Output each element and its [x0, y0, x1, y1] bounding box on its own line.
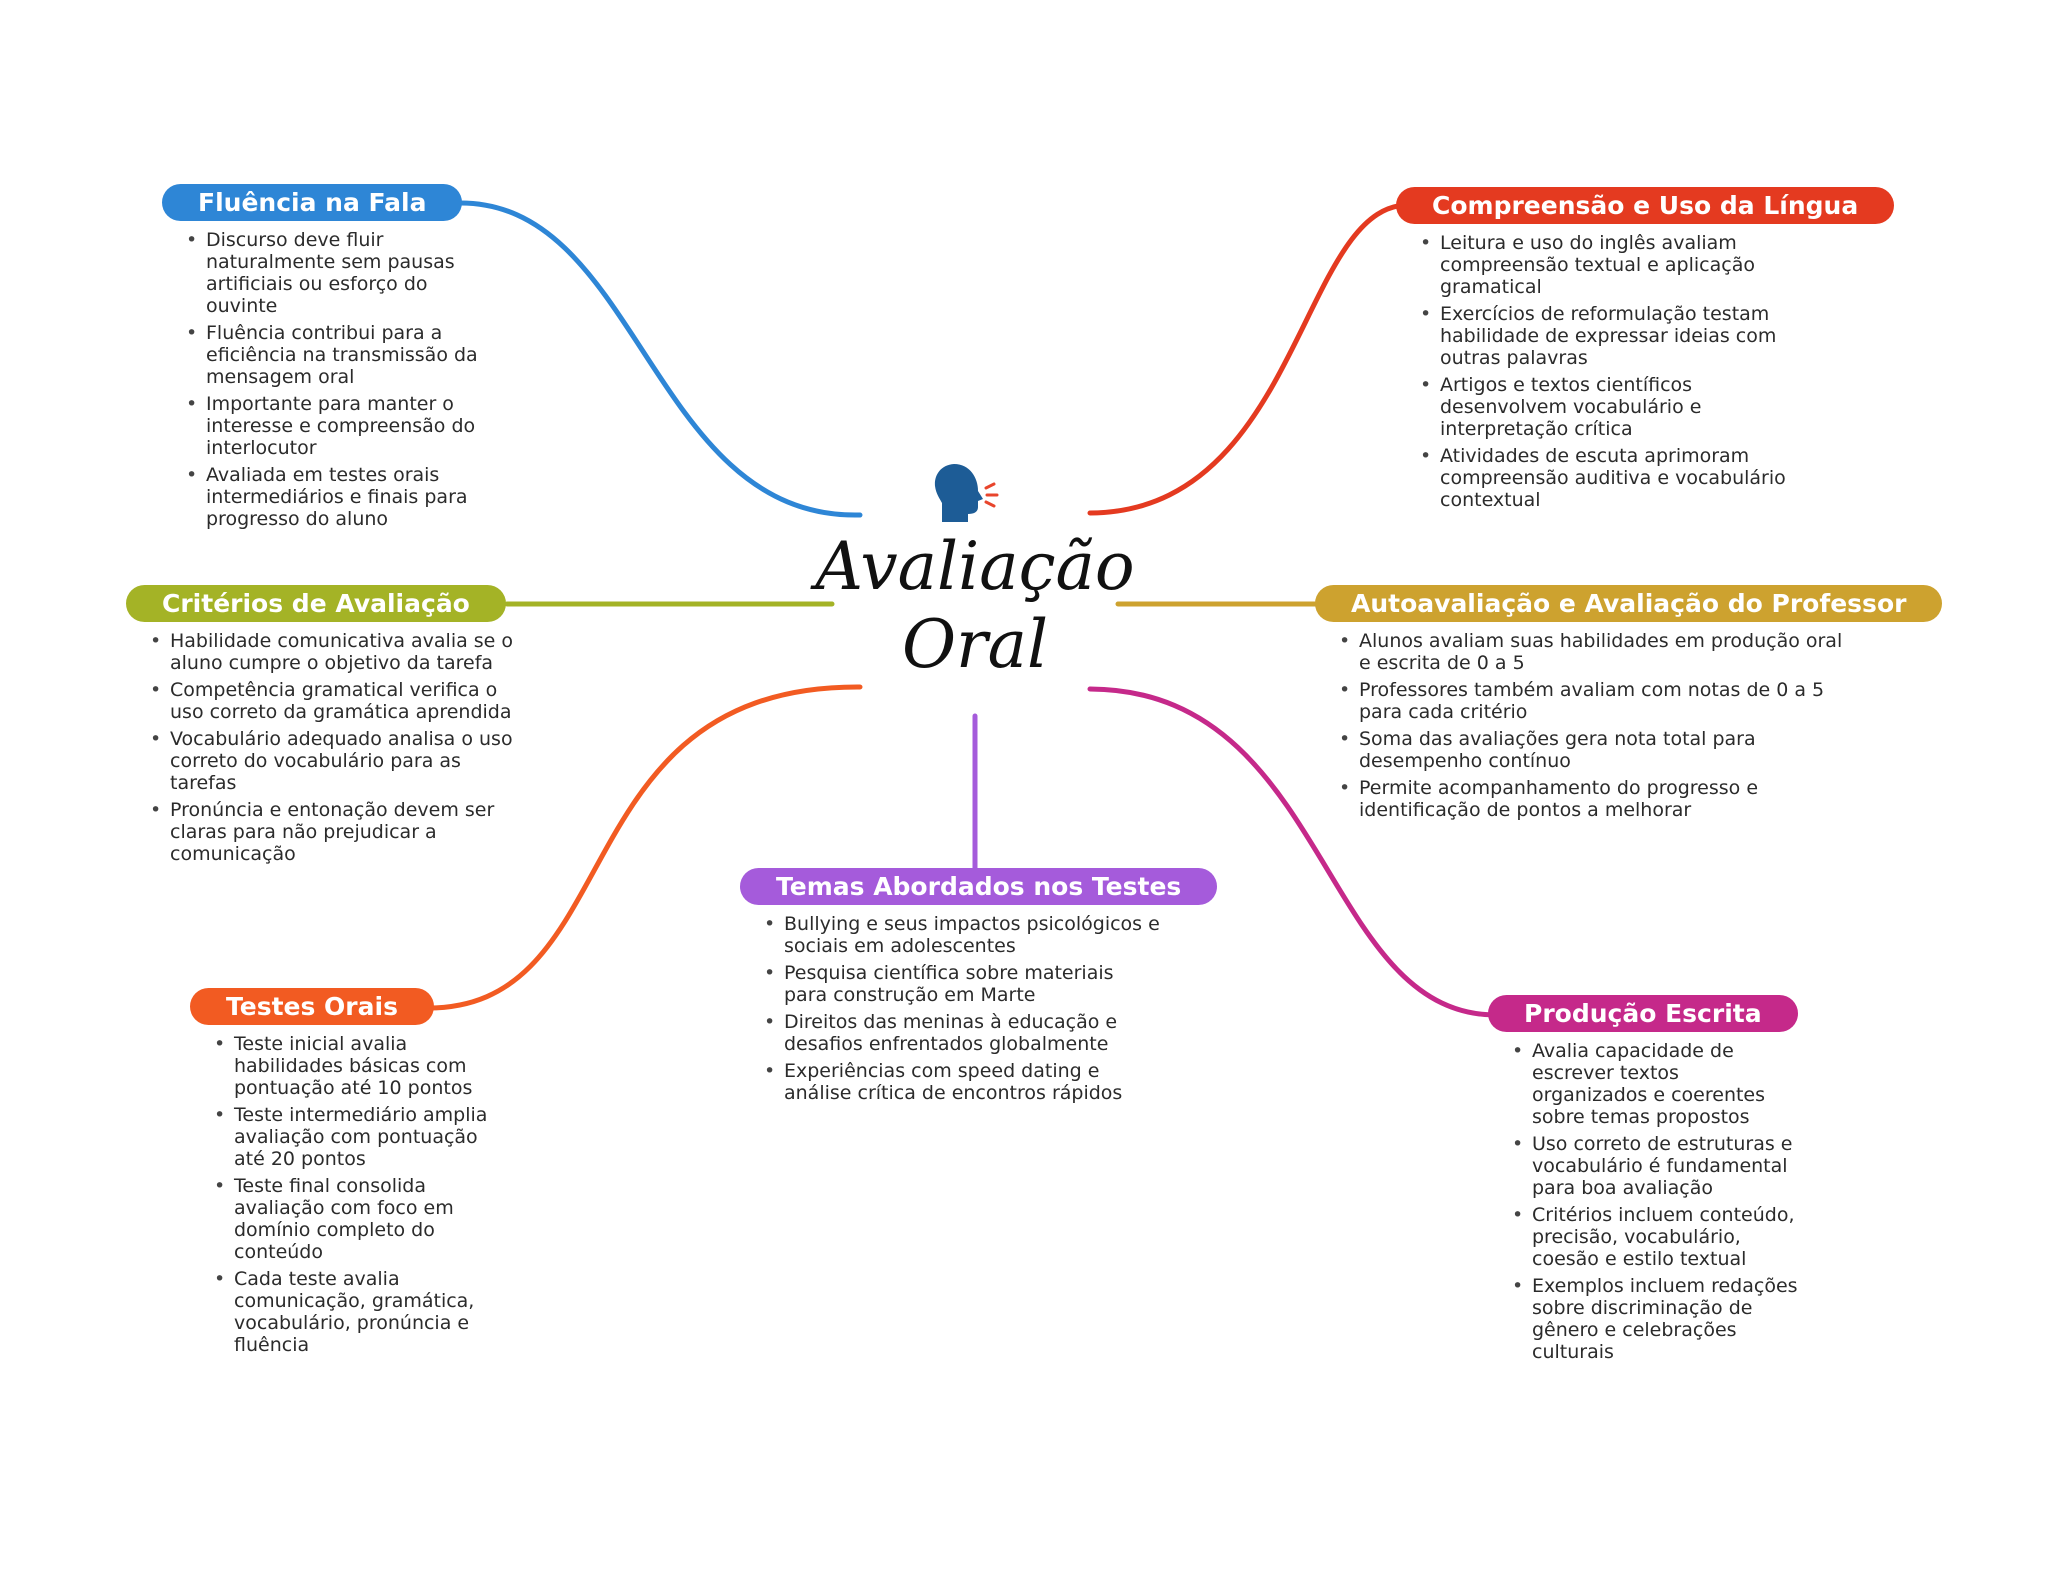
sound-waves-icon — [984, 482, 999, 508]
branch-item: Discurso deve fluir naturalmente sem pau… — [186, 229, 502, 317]
connector-testes-orais — [425, 684, 863, 1011]
branch-items-compreensao-e-uso-da-lingua: Leitura e uso do inglês avaliam compreen… — [1396, 232, 1816, 511]
branch-title-fluencia-na-fala[interactable]: Fluência na Fala — [162, 184, 463, 221]
branch-item: Competência gramatical verifica o uso co… — [150, 679, 526, 723]
branch-title-producao-escrita[interactable]: Produção Escrita — [1488, 995, 1798, 1032]
branch-item: Avaliada em testes orais intermediários … — [186, 464, 502, 530]
branch-item: Professores também avaliam com notas de … — [1339, 679, 1845, 723]
connector-producao-escrita — [1087, 686, 1499, 1018]
branch-item: Pesquisa científica sobre materiais para… — [764, 962, 1160, 1006]
branch-items-autoavaliacao-e-avaliacao-do-professor: Alunos avaliam suas habilidades em produ… — [1315, 630, 1845, 821]
branch-item: Cada teste avalia comunicação, gramática… — [214, 1268, 490, 1356]
connector-compreensao-e-uso-da-lingua — [1087, 202, 1411, 516]
branch-item: Critérios incluem conteúdo, precisão, vo… — [1512, 1204, 1798, 1270]
branch-item: Direitos das meninas à educação e desafi… — [764, 1011, 1160, 1055]
branch-title-temas-abordados-nos-testes[interactable]: Temas Abordados nos Testes — [740, 868, 1218, 905]
branch-item: Habilidade comunicativa avalia se o alun… — [150, 630, 526, 674]
speaking-head-icon — [932, 462, 1004, 530]
branch-item: Soma das avaliações gera nota total para… — [1339, 728, 1845, 772]
branch-item: Teste inicial avalia habilidades básicas… — [214, 1033, 490, 1099]
branch-title-testes-orais[interactable]: Testes Orais — [190, 988, 434, 1025]
branch-item: Experiências com speed dating e análise … — [764, 1060, 1160, 1104]
branch-autoavaliacao-e-avaliacao-do-professor: Autoavaliação e Avaliação do Professor A… — [1315, 585, 1943, 826]
head-silhouette — [934, 464, 983, 522]
branch-producao-escrita: Produção Escrita Avalia capacidade de es… — [1488, 995, 1798, 1368]
branch-fluencia-na-fala: Fluência na Fala Discurso deve fluir nat… — [162, 184, 502, 535]
branch-item: Teste final consolida avaliação com foco… — [214, 1175, 490, 1263]
branch-item: Exercícios de reformulação testam habili… — [1420, 303, 1816, 369]
branch-title-autoavaliacao-e-avaliacao-do-professor[interactable]: Autoavaliação e Avaliação do Professor — [1315, 585, 1943, 622]
branch-item: Avalia capacidade de escrever textos org… — [1512, 1040, 1798, 1128]
branch-item: Vocabulário adequado analisa o uso corre… — [150, 728, 526, 794]
central-topic-line-2: Oral — [901, 606, 1049, 683]
branch-items-producao-escrita: Avalia capacidade de escrever textos org… — [1488, 1040, 1798, 1363]
branch-testes-orais: Testes Orais Teste inicial avalia habili… — [190, 988, 490, 1361]
branch-item: Leitura e uso do inglês avaliam compreen… — [1420, 232, 1816, 298]
branch-item: Pronúncia e entonação devem ser claras p… — [150, 799, 526, 865]
central-topic: Avaliação Oral — [800, 528, 1150, 684]
branch-criterios-de-avaliacao: Critérios de Avaliação Habilidade comuni… — [126, 585, 526, 870]
branch-item: Teste intermediário amplia avaliação com… — [214, 1104, 490, 1170]
branch-item: Alunos avaliam suas habilidades em produ… — [1339, 630, 1845, 674]
branch-item: Permite acompanhamento do progresso e id… — [1339, 777, 1845, 821]
branch-items-temas-abordados-nos-testes: Bullying e seus impactos psicológicos e … — [740, 913, 1160, 1104]
branch-title-compreensao-e-uso-da-lingua[interactable]: Compreensão e Uso da Língua — [1396, 187, 1895, 224]
branch-temas-abordados-nos-testes: Temas Abordados nos Testes Bullying e se… — [740, 868, 1218, 1109]
branch-items-criterios-de-avaliacao: Habilidade comunicativa avalia se o alun… — [126, 630, 526, 865]
branch-item: Artigos e textos científicos desenvolvem… — [1420, 374, 1816, 440]
branch-item: Atividades de escuta aprimoram compreens… — [1420, 445, 1816, 511]
branch-compreensao-e-uso-da-lingua: Compreensão e Uso da Língua Leitura e us… — [1396, 187, 1895, 516]
branch-item: Exemplos incluem redações sobre discrimi… — [1512, 1275, 1798, 1363]
central-topic-line-1: Avaliação — [815, 528, 1135, 605]
branch-item: Bullying e seus impactos psicológicos e … — [764, 913, 1160, 957]
branch-items-fluencia-na-fala: Discurso deve fluir naturalmente sem pau… — [162, 229, 502, 530]
branch-item: Importante para manter o interesse e com… — [186, 393, 502, 459]
branch-title-criterios-de-avaliacao[interactable]: Critérios de Avaliação — [126, 585, 506, 622]
connector-fluencia-na-fala — [455, 200, 863, 518]
branch-item: Fluência contribui para a eficiência na … — [186, 322, 502, 388]
branch-items-testes-orais: Teste inicial avalia habilidades básicas… — [190, 1033, 490, 1356]
branch-item: Uso correto de estruturas e vocabulário … — [1512, 1133, 1798, 1199]
